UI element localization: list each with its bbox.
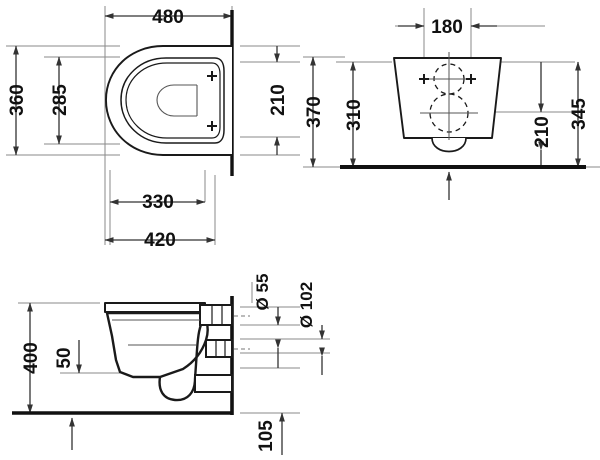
dimension-360-label: 360 <box>7 84 28 116</box>
plan-fixing-mark-bottom <box>207 121 217 131</box>
side-internal-contours <box>112 319 200 346</box>
dimension-50-label: 50 <box>54 347 75 368</box>
dimension-210-front-label: 210 <box>532 116 553 148</box>
dimension-370: 370 <box>304 56 325 168</box>
dimension-diameter-102-label: Ø 102 <box>297 282 316 328</box>
dimension-310-label: 310 <box>344 99 365 131</box>
dimension-330: 330 <box>109 192 206 213</box>
plan-bowl-outline <box>105 45 232 156</box>
dimension-diameter-55-label: Ø 55 <box>253 274 272 311</box>
dimension-480-label: 480 <box>152 7 184 28</box>
dimension-480: 480 <box>104 7 233 28</box>
dimension-285-label: 285 <box>50 84 71 116</box>
dimension-360: 360 <box>7 45 28 156</box>
front-bowl-outline <box>393 57 502 139</box>
dimension-345-label: 345 <box>569 98 590 130</box>
dimension-180: 180 <box>398 17 497 38</box>
dimension-diameter-102: Ø 102 <box>297 282 325 375</box>
side-outlet-centrelines <box>234 315 250 350</box>
dimension-370-label: 370 <box>304 96 325 128</box>
dimension-105-label: 105 <box>256 420 277 452</box>
dimension-210-front: 210 <box>532 62 553 167</box>
dimension-400-label: 400 <box>21 342 42 374</box>
dimension-310: 310 <box>344 61 365 168</box>
plan-bowl-opening <box>156 84 197 117</box>
dimension-420-label: 420 <box>144 230 176 251</box>
plan-seat-outer <box>120 57 225 144</box>
dimension-diameter-55: Ø 55 <box>253 274 281 368</box>
dimension-400: 400 <box>21 302 42 414</box>
front-fixing-mark-right <box>466 74 476 84</box>
dimension-345: 345 <box>569 61 590 168</box>
side-connection-details <box>211 305 226 357</box>
front-fixing-mark-left <box>419 74 429 84</box>
side-view-group: 400 50 Ø 55 Ø 102 105 <box>12 274 330 455</box>
plan-view-group: 480 360 285 330 420 <box>6 6 300 251</box>
dimension-420: 420 <box>104 230 216 251</box>
side-seat-lid <box>104 302 206 313</box>
plan-seat-inner <box>125 62 221 139</box>
plan-fixing-mark-top <box>207 71 217 81</box>
dimension-105: 105 <box>256 412 285 455</box>
dimension-330-label: 330 <box>142 192 174 213</box>
front-outlet-spout <box>431 137 467 153</box>
dimension-210-plan: 210 <box>268 46 289 155</box>
dimension-180-label: 180 <box>431 17 463 38</box>
side-rear-connections <box>194 304 233 393</box>
dimension-285: 285 <box>50 56 71 145</box>
side-trap-outline <box>158 315 207 402</box>
dimension-50: 50 <box>54 340 82 374</box>
dimension-210-plan-label: 210 <box>268 84 289 116</box>
front-centre-lines <box>420 52 478 140</box>
front-view-group: 180 370 310 210 345 <box>303 8 600 200</box>
